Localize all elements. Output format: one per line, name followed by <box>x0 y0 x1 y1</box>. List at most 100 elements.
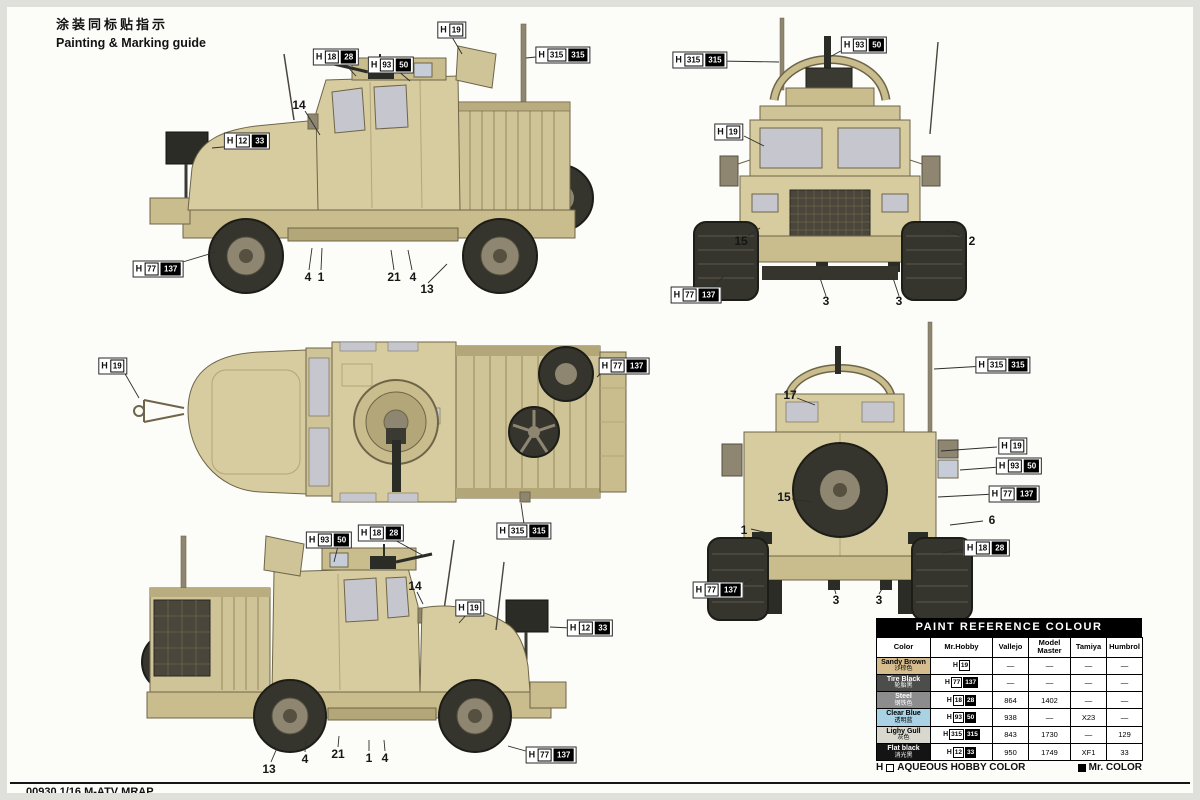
paint-table-column-header: Model Master <box>1028 637 1071 658</box>
hobby-h-label: H <box>1001 440 1008 451</box>
part-number-label: 13 <box>262 762 276 776</box>
wheel-right <box>901 221 967 301</box>
side-skirt <box>287 227 459 242</box>
color-legend: H AQUEOUS HOBBY COLOR Mr. COLOR <box>876 762 1142 773</box>
aqueous-color-chip: 12 <box>235 134 251 148</box>
aqueous-color-chip: 19 <box>1009 439 1025 453</box>
aqueous-color-chip: 19 <box>448 23 464 37</box>
cab <box>307 75 461 211</box>
front-view-illustration <box>693 17 967 301</box>
hobby-h-label: H <box>946 748 952 756</box>
hobby-h-label: H <box>944 679 950 687</box>
headlight-left <box>751 193 779 213</box>
mr-color-chip: 33 <box>965 746 977 758</box>
mirror-left <box>721 443 743 477</box>
mr-color-legend: Mr. COLOR <box>1077 762 1142 773</box>
antenna-mount <box>519 491 531 503</box>
hobby-h-label: H <box>952 662 958 670</box>
paint-value-cell: — <box>1106 708 1143 727</box>
hobby-h-label: H <box>360 527 368 538</box>
mr-color-chip: 137 <box>963 677 979 689</box>
hobby-h-label: H <box>946 713 952 721</box>
mr-color-square-icon <box>1077 763 1086 772</box>
part-number-label: 4 <box>304 270 312 284</box>
aqueous-color-chip: 77 <box>1000 487 1016 501</box>
whip-antenna-front <box>495 561 505 631</box>
aqueous-color-chip: 77 <box>704 583 720 597</box>
paint-value-cell: 33 <box>1106 742 1143 762</box>
hobby-h-label: H <box>946 696 952 704</box>
paint-value-cell: — <box>1028 708 1071 727</box>
kit-number: 00930 1/16 M-ATV MRAP <box>26 786 154 798</box>
headlight-right <box>881 193 909 213</box>
hatch-door <box>455 45 497 89</box>
page-title-chinese: 涂装同标贴指示 <box>56 17 169 32</box>
part-number-label: 4 <box>381 751 389 765</box>
spare-tire <box>792 442 888 538</box>
wheel-left <box>707 537 769 621</box>
hobby-h-label: H <box>978 359 985 370</box>
windshield-left <box>759 127 823 169</box>
part-number-label: 14 <box>408 579 422 593</box>
hobby-h-label: H <box>966 542 974 553</box>
paint-table-column-header: Vallejo <box>992 637 1029 658</box>
footer-divider <box>10 782 1190 784</box>
part-number-label: 3 <box>822 294 830 308</box>
part-number-label: 21 <box>387 270 401 284</box>
right-side-parts <box>937 439 959 479</box>
paint-value-cell: — <box>992 656 1029 675</box>
mr-color-chip: 137 <box>161 262 181 276</box>
antenna-tall <box>779 17 785 91</box>
gun-tip <box>835 346 841 374</box>
cargo-bed <box>457 101 571 219</box>
mr-color-chip: 137 <box>554 748 574 762</box>
paint-value-cell: — <box>1070 725 1107 744</box>
hood <box>419 561 531 693</box>
hobby-h-label: H <box>538 49 545 60</box>
hobby-h-label: H <box>458 602 465 613</box>
aqueous-color-chip: 315 <box>683 53 704 67</box>
aqueous-color-chip: 77 <box>144 262 160 276</box>
aqueous-color-chip: 77 <box>682 288 698 302</box>
paint-table-column-header: Color <box>876 637 931 658</box>
hobby-h-label: H <box>370 59 378 70</box>
hobby-h-label: H <box>991 488 999 499</box>
mirror <box>307 113 319 130</box>
aqueous-color-chip: 93 <box>852 38 868 52</box>
paint-value-cell: XF1 <box>1070 742 1107 762</box>
aqueous-color-chip: 19 <box>466 601 482 615</box>
cab <box>271 567 429 693</box>
mr-color-chip: 50 <box>1024 459 1040 473</box>
part-number-label: 14 <box>292 98 306 112</box>
side-view-right-illustration <box>141 535 567 753</box>
hobby-h-label: H <box>499 525 506 536</box>
aqueous-color-chip: 315 <box>507 524 528 538</box>
aqueous-square-icon <box>886 763 895 772</box>
paint-value-cell: — <box>1028 673 1071 693</box>
aqueous-label: AQUEOUS HOBBY COLOR <box>897 762 1026 773</box>
bumper <box>733 235 927 263</box>
paint-value-cell: — <box>1070 691 1107 710</box>
mr-color-chip: 28 <box>965 694 977 706</box>
aqueous-color-chip: 12 <box>578 621 594 635</box>
part-number-label: 15 <box>777 490 791 504</box>
part-number-label: 13 <box>420 282 434 296</box>
part-number-label: 15 <box>734 234 748 248</box>
paint-value-cell: 1402 <box>1028 691 1071 710</box>
